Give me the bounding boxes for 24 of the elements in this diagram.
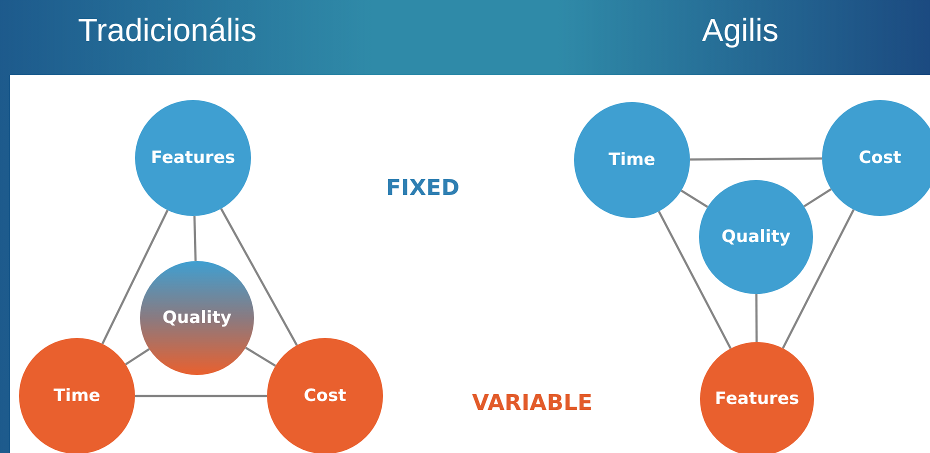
node-label: Quality: [722, 227, 790, 247]
connector-line: [755, 294, 758, 342]
node-label: Features: [150, 148, 236, 168]
node-label: Time: [54, 386, 100, 406]
category-label: VARIABLE: [472, 391, 593, 416]
connector-line: [125, 348, 150, 366]
node-label: Time: [608, 150, 656, 170]
connector-line: [658, 210, 732, 349]
connector-line: [193, 216, 197, 262]
connector-line: [690, 157, 822, 161]
connector-line: [680, 190, 708, 208]
connector-line: [220, 208, 298, 346]
connector-line: [135, 394, 267, 398]
node-label: Cost: [858, 148, 902, 168]
section-heading: Tradicionális: [78, 12, 256, 49]
node-label: Quality: [162, 308, 232, 328]
connector-line: [782, 209, 855, 349]
category-label: FIXED: [386, 176, 460, 201]
section-heading: Agilis: [702, 12, 778, 49]
connector-line: [803, 188, 832, 208]
node-label: Features: [714, 389, 800, 409]
node-label: Cost: [304, 386, 346, 406]
connector-line: [245, 346, 276, 367]
connector-line: [101, 210, 169, 344]
